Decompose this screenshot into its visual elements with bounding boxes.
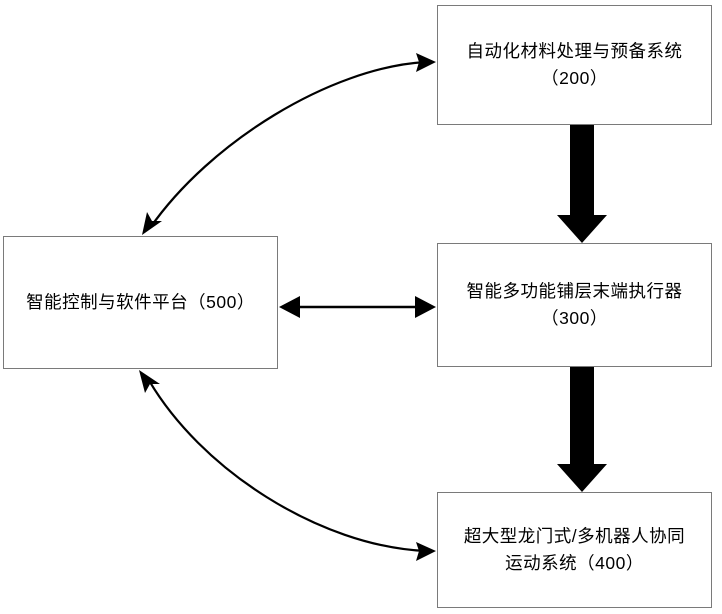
connector-500-to-200 [142,53,436,235]
node-label-400: 超大型龙门式/多机器人协同 运动系统（400） [463,525,686,573]
connector-500-to-400 [139,370,436,561]
node-label-300: 智能多功能铺层末端执行器 （300） [466,280,683,328]
node-box-200[interactable]: 自动化材料处理与预备系统 （200） [437,5,712,125]
node-box-500[interactable]: 智能控制与软件平台（500） [3,236,278,369]
arrow-head-left-to-500 [279,296,300,318]
connector-300-to-400 [557,366,607,492]
node-label-200: 自动化材料处理与预备系统 （200） [466,40,683,88]
arrow-head-into-500-lower [139,370,160,393]
connector-200-to-300 [557,124,607,243]
arrow-head-right-to-300 [415,296,436,318]
arrow-head-into-200 [416,53,436,72]
arrow-head-into-500 [142,212,162,235]
node-box-300[interactable]: 智能多功能铺层末端执行器 （300） [437,243,712,367]
connector-500-to-300 [279,296,436,318]
node-box-400[interactable]: 超大型龙门式/多机器人协同 运动系统（400） [437,492,712,608]
node-label-500: 智能控制与软件平台（500） [26,291,255,312]
arrow-head-into-400 [416,542,436,561]
